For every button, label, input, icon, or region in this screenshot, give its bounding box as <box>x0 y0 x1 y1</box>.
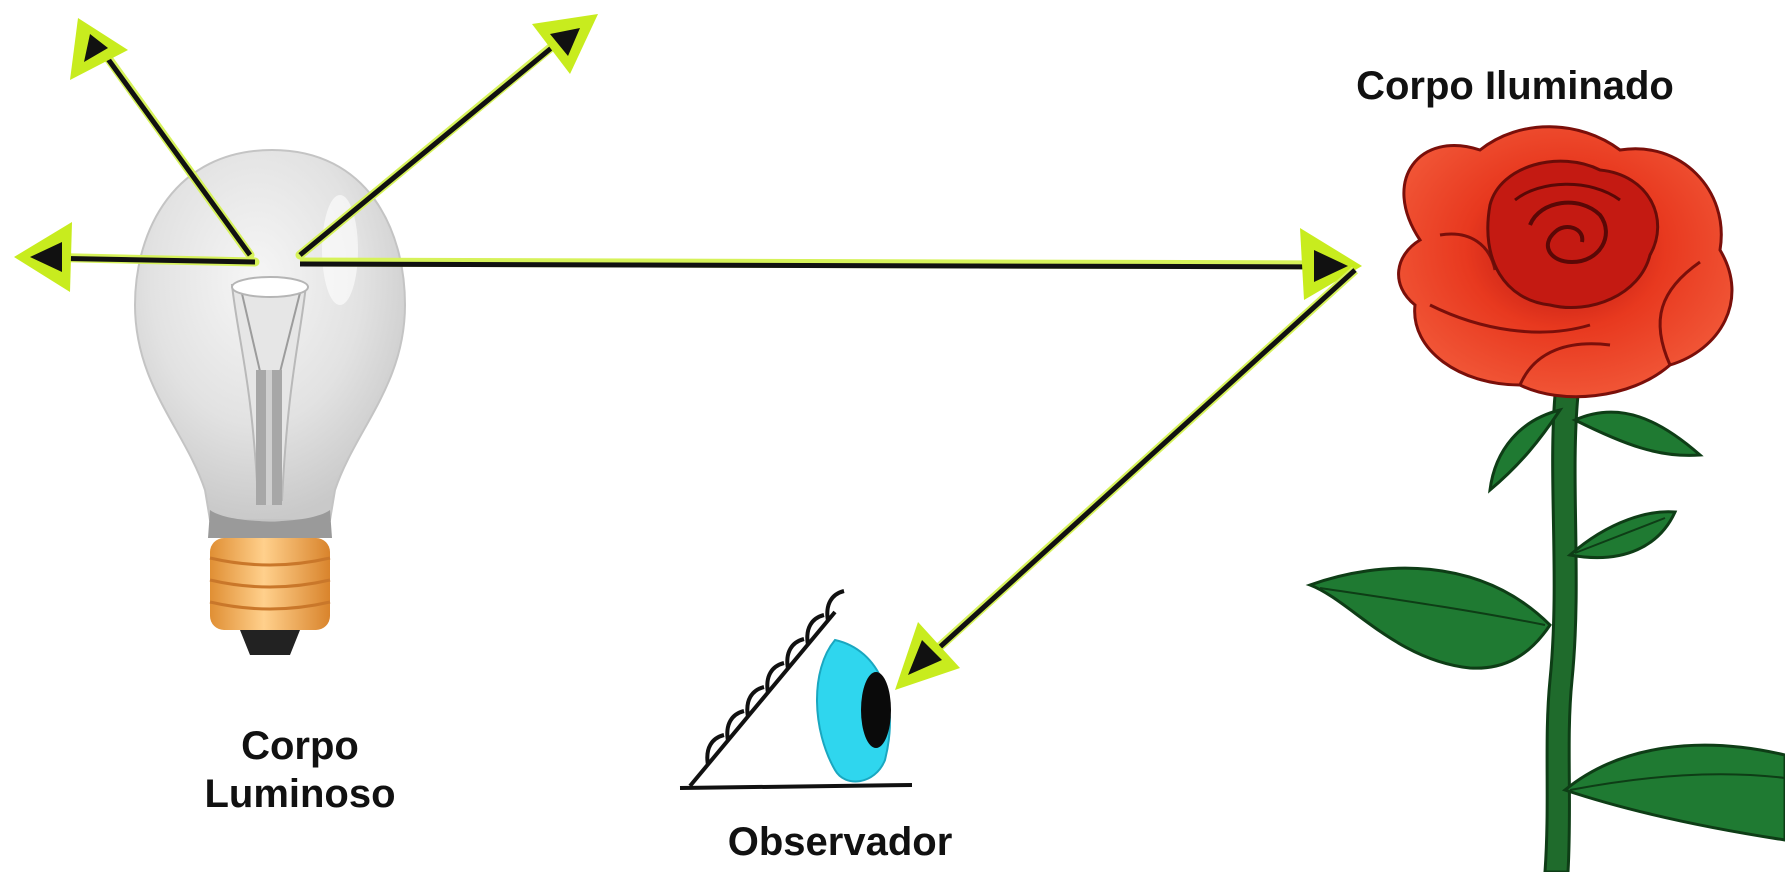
light-rays <box>14 14 1362 690</box>
rose-icon <box>1305 125 1785 872</box>
luminous-body-label-line1: Corpo <box>241 724 359 768</box>
luminous-body-label: Corpo Luminoso <box>160 722 440 818</box>
eye-icon <box>679 589 913 790</box>
illuminated-body-label: Corpo Iluminado <box>1356 64 1674 108</box>
light-bulb-icon <box>133 148 407 655</box>
ray-to-rose <box>299 228 1362 300</box>
luminous-body-label-line2: Luminoso <box>204 772 396 816</box>
ray-left <box>14 222 260 292</box>
ray-to-observer <box>895 266 1359 690</box>
ray-up-right <box>295 14 598 260</box>
ray-up-left <box>70 18 255 260</box>
observer-label: Observador <box>727 820 953 864</box>
